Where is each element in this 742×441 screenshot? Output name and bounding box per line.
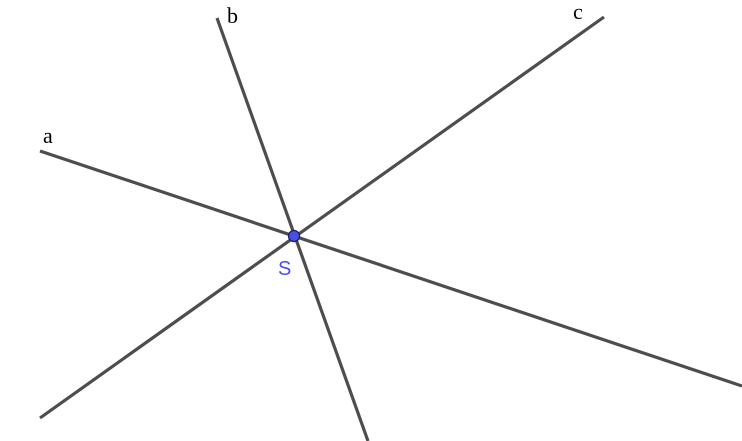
- intersection-point-s[interactable]: [287, 229, 301, 243]
- line-a-label: a: [43, 123, 53, 148]
- line-b[interactable]: [215, 17, 370, 441]
- line-a[interactable]: [39, 149, 742, 388]
- line-c-label: c: [573, 0, 583, 24]
- point-s-label: S: [278, 258, 291, 280]
- line-b-label: b: [227, 3, 238, 28]
- line-c[interactable]: [39, 15, 605, 420]
